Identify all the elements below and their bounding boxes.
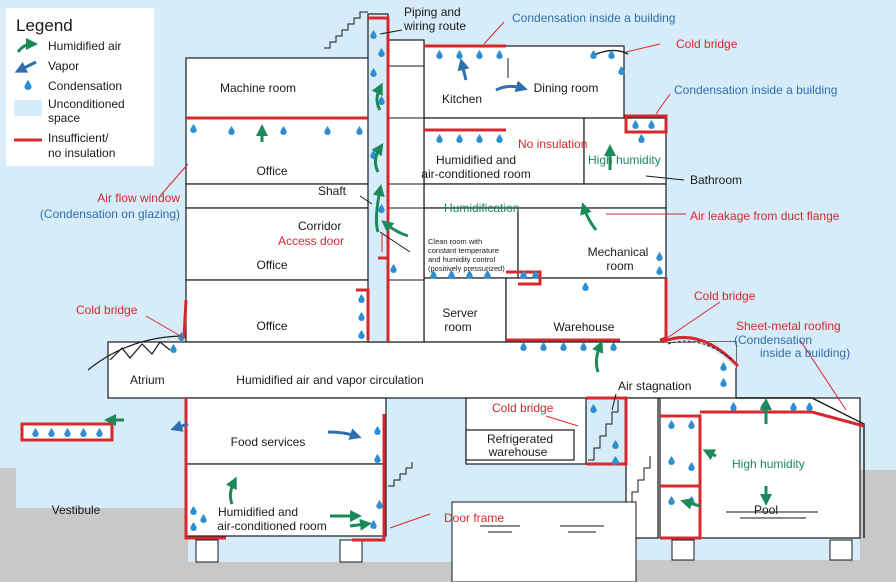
legend-insulation-label-1: Insufficient/ <box>48 131 109 145</box>
corridor-core <box>387 39 425 343</box>
label-piping-1: Piping and <box>404 5 461 19</box>
label-corridor: Corridor <box>298 219 341 233</box>
label-refrigerated-2: warehouse <box>488 445 548 459</box>
label-server-1: Server <box>442 306 477 320</box>
leader-lines <box>359 29 685 411</box>
label-mechanical-1: Mechanical <box>588 245 649 259</box>
legend-unconditioned-swatch <box>14 100 42 116</box>
label-shaft: Shaft <box>318 184 347 198</box>
refrigerated-box <box>465 429 575 461</box>
pool-water-lines <box>726 511 818 519</box>
label-warehouse: Warehouse <box>554 320 615 334</box>
core-floor-lines <box>388 65 424 281</box>
annot-high-humidity-pool: High humidity <box>732 457 805 471</box>
label-office-1: Office <box>256 164 287 178</box>
label-lower-room-1: Humidified and <box>218 505 298 519</box>
legend-humidified-air-icon <box>16 38 38 53</box>
label-vestibule: Vestibule <box>52 503 101 517</box>
annot-sheet-metal: Sheet-metal roofing <box>736 319 841 333</box>
label-air-stagnation: Air stagnation <box>618 379 691 393</box>
legend: Legend Humidified air Vapor Condensation… <box>6 8 154 166</box>
annot-door-frame: Door frame <box>444 511 504 525</box>
piping-shaft <box>367 13 389 343</box>
legend-title: Legend <box>16 16 73 35</box>
label-humidified-1: Humidified and <box>436 153 516 167</box>
annot-access-door: Access door <box>278 234 344 248</box>
annot-air-leakage: Air leakage from duct flange <box>690 209 840 223</box>
label-server-2: room <box>444 320 471 334</box>
stairs-top <box>324 11 368 49</box>
ground-right <box>636 470 896 582</box>
annot-air-flow-window: Air flow window <box>97 191 180 205</box>
room-labels: Machine room Office Office Office Kitche… <box>52 5 778 533</box>
annot-cold-bridge-warehouse: Cold bridge <box>694 289 756 303</box>
label-bathroom: Bathroom <box>690 173 742 187</box>
label-food-services: Food services <box>231 435 306 449</box>
blue-annotations: Condensation inside a building Condensat… <box>40 11 850 360</box>
label-piping-2: wiring route <box>403 19 466 33</box>
label-office-2: Office <box>256 258 287 272</box>
annot-no-insulation: No insulation <box>518 137 587 151</box>
annot-high-humidity-bath: High humidity <box>588 153 661 167</box>
sheet-metal-roof <box>661 335 740 368</box>
red-annotations: Cold bridge No insulation Air flow windo… <box>76 37 841 525</box>
label-mechanical-2: room <box>606 259 633 273</box>
red-leader-lines <box>145 21 847 529</box>
label-kitchen: Kitchen <box>442 92 482 106</box>
ground-left <box>0 468 452 582</box>
clean-room-labels: Clean room with constant temperature and… <box>428 237 505 273</box>
legend-vapor-icon <box>14 60 37 73</box>
label-humidified-2: air-conditioned room <box>421 167 530 181</box>
humidified-air-arrows <box>104 82 772 531</box>
annot-cond-on-glazing: (Condensation on glazing) <box>40 207 180 221</box>
annot-cond-inside-top: Condensation inside a building <box>512 11 675 25</box>
label-dining-room: Dining room <box>534 81 599 95</box>
label-clean-3: and humidity control <box>428 255 495 264</box>
label-refrigerated-1: Refrigerated <box>487 432 553 446</box>
green-annotations: High humidity Humidification High humidi… <box>444 153 805 471</box>
annot-cond-roof-2: inside a building) <box>760 346 850 360</box>
foundations <box>195 501 853 582</box>
annot-cond-roof-1: (Condensation <box>734 333 812 347</box>
label-clean-2: constant temperature <box>428 246 499 255</box>
atrium-roof <box>87 335 187 371</box>
insufficient-insulation-lines <box>20 16 865 542</box>
legend-humidified-air-label: Humidified air <box>48 39 121 53</box>
label-circulation: Humidified air and vapor circulation <box>236 373 423 387</box>
vapor-arrows <box>170 58 528 440</box>
label-lower-room-2: air-conditioned room <box>217 519 326 533</box>
annot-cold-bridge-middle: Cold bridge <box>492 401 554 415</box>
label-atrium: Atrium <box>130 373 165 387</box>
annot-cold-bridge-left: Cold bridge <box>76 303 138 317</box>
label-office-3: Office <box>256 319 287 333</box>
label-machine-room: Machine room <box>220 81 296 95</box>
legend-vapor-label: Vapor <box>48 59 79 73</box>
legend-condensation-label: Condensation <box>48 79 122 93</box>
label-pool: Pool <box>754 503 778 517</box>
annot-humidification: Humidification <box>444 201 519 215</box>
legend-unconditioned-label-2: space <box>48 111 80 125</box>
stairs-lower <box>388 400 651 505</box>
pool-roof-outline <box>736 397 865 538</box>
annot-cond-inside-right: Condensation inside a building <box>674 83 837 97</box>
label-clean-4: (positively pressurized) <box>428 264 505 273</box>
annot-cold-bridge-top: Cold bridge <box>676 37 738 51</box>
water-tank-lines <box>480 525 604 533</box>
label-clean-1: Clean room with <box>428 237 482 246</box>
legend-unconditioned-label-1: Unconditioned <box>48 97 125 111</box>
legend-insulation-label-2: no insulation <box>48 146 115 160</box>
